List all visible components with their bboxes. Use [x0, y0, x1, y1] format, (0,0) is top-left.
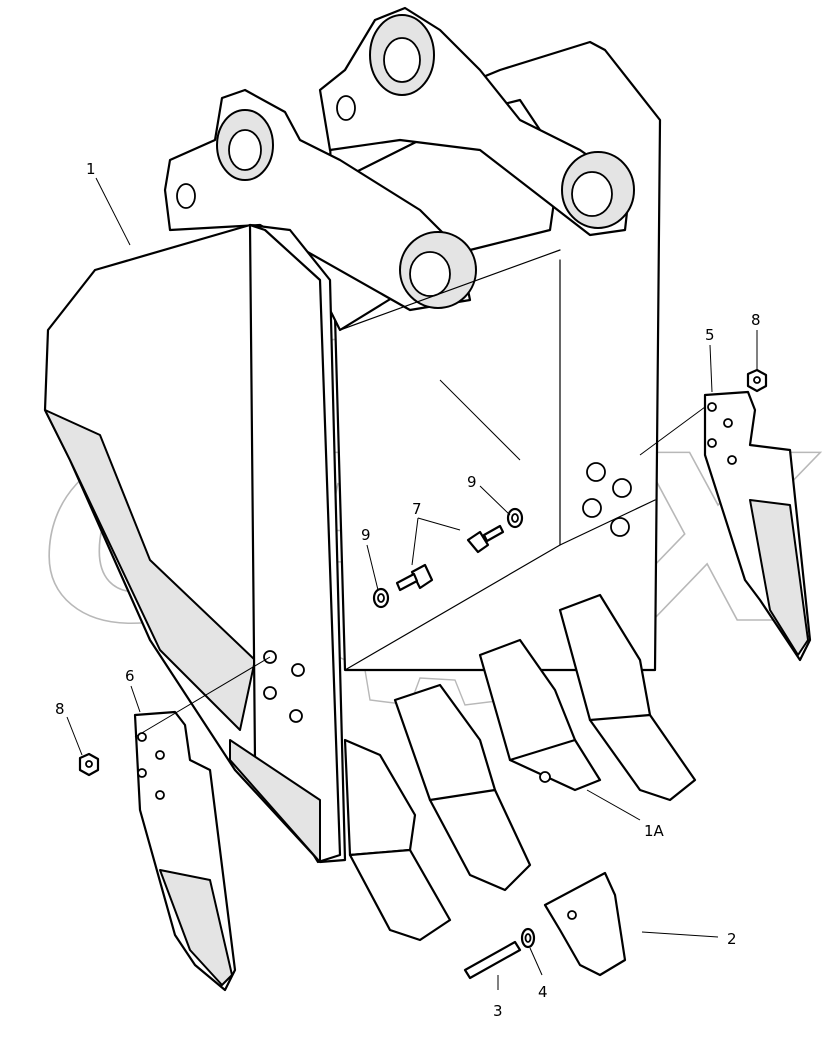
loose-tooth [543, 871, 627, 977]
bolt-lower [395, 563, 434, 592]
pin-washer [520, 927, 536, 949]
hex-nut-left [78, 752, 100, 777]
bucket-teeth [348, 713, 697, 942]
callout-6: 6 [125, 667, 135, 685]
callout-3: 3 [493, 1002, 503, 1020]
tooth-pin [463, 940, 522, 980]
washer-upper [506, 507, 524, 529]
callout-9-upper: 9 [467, 473, 477, 491]
callout-7: 7 [412, 500, 422, 518]
bolt-upper [466, 524, 505, 554]
callout-5: 5 [705, 326, 715, 344]
leader-lines [66, 177, 758, 990]
bucket-body [43, 6, 662, 864]
callout-8-right: 8 [751, 311, 761, 329]
callout-9-lower: 9 [361, 526, 371, 544]
callout-4: 4 [538, 983, 548, 1001]
callout-1: 1 [86, 160, 96, 178]
washer-lower [372, 587, 390, 609]
tooth-adapters [343, 593, 652, 857]
callout-1a: 1A [644, 822, 665, 840]
hex-nut-right [746, 368, 768, 393]
callout-2: 2 [727, 930, 737, 948]
callout-8-left: 8 [55, 700, 65, 718]
